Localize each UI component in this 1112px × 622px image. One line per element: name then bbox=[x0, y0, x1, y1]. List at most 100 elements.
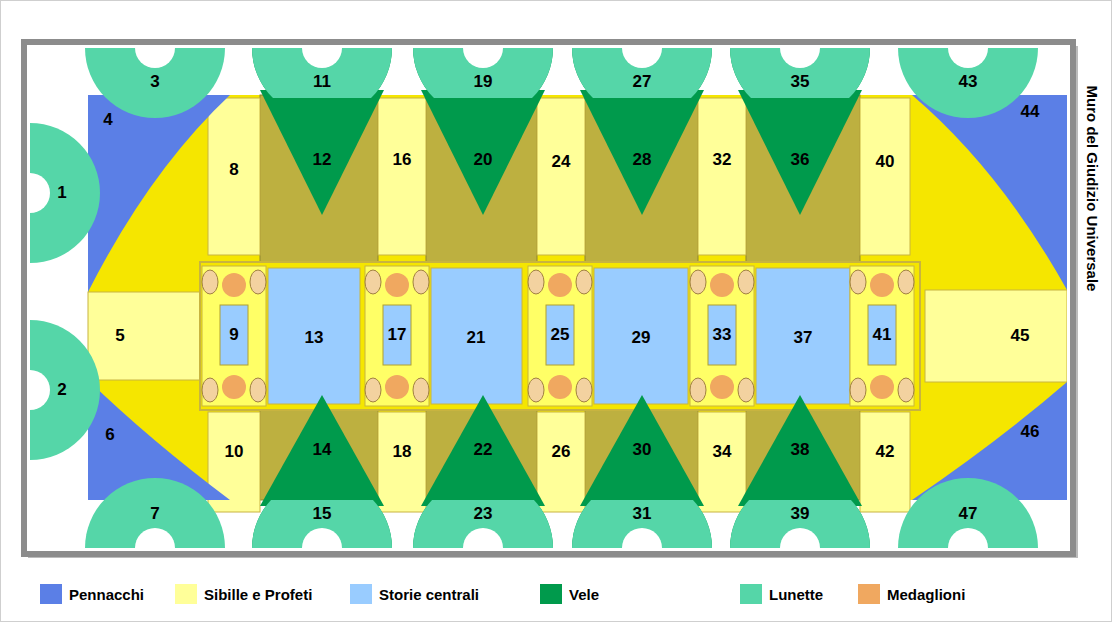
ceiling-group bbox=[30, 48, 1067, 548]
panel-number: 34 bbox=[713, 443, 732, 461]
panel-number: 22 bbox=[474, 441, 493, 459]
ceiling-panel: 36 bbox=[790, 151, 811, 169]
frame-shadow bbox=[28, 46, 1078, 558]
lunette bbox=[898, 48, 1038, 118]
prophet-throne bbox=[537, 412, 585, 512]
ignudo-figure bbox=[690, 270, 706, 294]
lunette bbox=[898, 478, 1038, 548]
pendentive bbox=[912, 95, 1067, 290]
panel-number: 25 bbox=[551, 326, 570, 344]
ceiling-panel: 46 bbox=[1020, 423, 1041, 441]
panel-number: 15 bbox=[313, 505, 332, 523]
medallion bbox=[710, 375, 734, 399]
ceiling-panel: 17 bbox=[387, 326, 408, 344]
ceiling-panel: 32 bbox=[712, 151, 733, 169]
ignudo-figure bbox=[202, 270, 218, 294]
prophet-throne bbox=[860, 412, 910, 512]
ceiling-panel: 3 bbox=[149, 73, 160, 91]
lunette bbox=[572, 48, 712, 98]
lunette bbox=[252, 500, 392, 548]
legend-text: Medaglioni bbox=[887, 586, 965, 603]
panel-number: 10 bbox=[225, 443, 244, 461]
ignudo-figure bbox=[413, 378, 429, 402]
lunette bbox=[413, 48, 553, 98]
panel-number: 1 bbox=[57, 184, 66, 202]
ignudo-figure bbox=[413, 270, 429, 294]
medallion bbox=[870, 375, 894, 399]
lunette bbox=[252, 48, 392, 98]
panel-number: 33 bbox=[713, 326, 732, 344]
ceiling-panel: 25 bbox=[550, 326, 571, 344]
ceiling-panel: 38 bbox=[790, 441, 811, 459]
ceiling-panel: 43 bbox=[958, 73, 979, 91]
legend-swatch bbox=[175, 584, 197, 604]
vela bbox=[260, 395, 384, 506]
ceiling-panel: 11 bbox=[312, 73, 332, 91]
ceiling-panel: 35 bbox=[790, 73, 811, 91]
panel-number: 16 bbox=[393, 151, 412, 169]
panel-number: 32 bbox=[713, 151, 732, 169]
ignudo-figure bbox=[898, 270, 914, 294]
panel-number: 9 bbox=[229, 326, 238, 344]
wall-label: Muro del Giudizio Universale bbox=[1085, 85, 1102, 291]
medallion bbox=[870, 273, 894, 297]
ceiling-panel: 45 bbox=[1010, 327, 1031, 345]
ceiling-panel: 16 bbox=[392, 151, 413, 169]
legend-text: Pennacchi bbox=[69, 586, 144, 603]
vela bbox=[738, 90, 862, 215]
ceiling-panel: 44 bbox=[1020, 103, 1041, 121]
panel-number: 39 bbox=[791, 505, 810, 523]
legend-swatch bbox=[40, 584, 62, 604]
ceiling-panel: 47 bbox=[958, 505, 979, 523]
prophet-throne bbox=[378, 98, 426, 255]
ignudo-figure bbox=[528, 270, 544, 294]
panel-number: 14 bbox=[313, 441, 332, 459]
legend-swatch bbox=[740, 584, 762, 604]
panel-number: 46 bbox=[1021, 423, 1040, 441]
ignudo-figure bbox=[850, 378, 866, 402]
ceiling-panel: 21 bbox=[466, 329, 487, 347]
ignudo-figure bbox=[576, 378, 592, 402]
ceiling-panel: 41 bbox=[872, 326, 893, 344]
medallion bbox=[548, 273, 572, 297]
story-frame bbox=[365, 266, 429, 406]
ceiling-panel: 8 bbox=[228, 161, 239, 179]
prophet-throne bbox=[537, 98, 585, 255]
panel-number: 2 bbox=[57, 381, 66, 399]
medallion bbox=[222, 375, 246, 399]
ceiling-panel: 29 bbox=[631, 329, 652, 347]
story-panel bbox=[756, 268, 850, 404]
ceiling-panel: 24 bbox=[551, 153, 572, 171]
prophet-throne bbox=[88, 292, 200, 380]
window-opening bbox=[30, 173, 50, 213]
lunette bbox=[85, 478, 225, 548]
ceiling-panel: 23 bbox=[473, 505, 494, 523]
ceiling-panel: 22 bbox=[473, 441, 494, 459]
ignudo-figure bbox=[576, 270, 592, 294]
panel-number: 17 bbox=[388, 326, 407, 344]
lunette bbox=[30, 320, 100, 460]
vela bbox=[580, 90, 704, 215]
prophet-throne bbox=[698, 98, 746, 255]
ignudo-figure bbox=[250, 270, 266, 294]
prophet-throne bbox=[378, 412, 426, 512]
panel-number: 13 bbox=[305, 329, 324, 347]
ceiling-panel: 28 bbox=[632, 151, 653, 169]
ceiling-panel: 10 bbox=[224, 443, 245, 461]
lunette bbox=[85, 48, 225, 118]
window-opening bbox=[780, 528, 820, 548]
ignudo-figure bbox=[850, 270, 866, 294]
ceiling-panel: 31 bbox=[632, 505, 653, 523]
ceiling-panel: 9 bbox=[228, 326, 239, 344]
panel-number: 37 bbox=[794, 329, 813, 347]
panel-number: 26 bbox=[552, 443, 571, 461]
window-opening bbox=[780, 48, 820, 68]
ceiling-panel: 1 bbox=[56, 184, 67, 202]
panel-number: 12 bbox=[313, 151, 332, 169]
ceiling-panel: 34 bbox=[712, 443, 733, 461]
legend-text: Vele bbox=[569, 586, 599, 603]
window-opening bbox=[135, 48, 175, 68]
panel-number: 27 bbox=[633, 73, 652, 91]
story-panel bbox=[431, 268, 522, 404]
